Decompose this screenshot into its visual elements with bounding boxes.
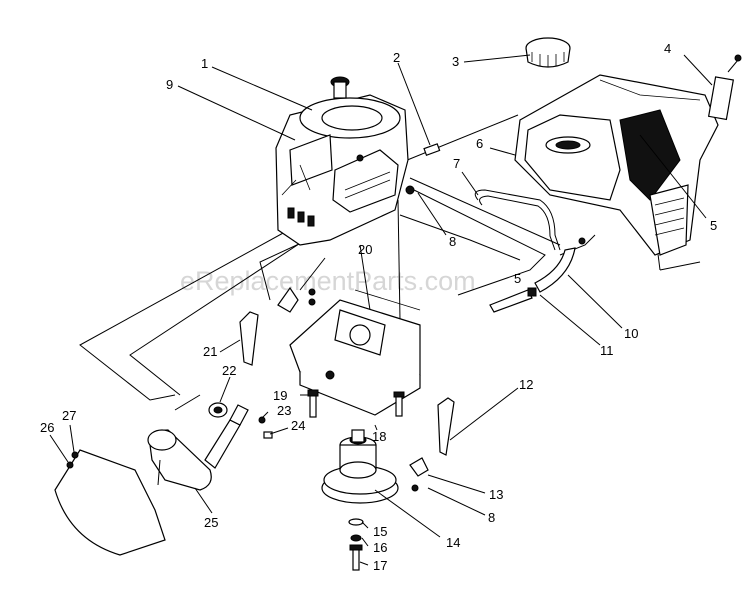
callout-15: 15 bbox=[373, 524, 387, 539]
callout-4: 4 bbox=[664, 41, 671, 56]
bracket-20 bbox=[277, 286, 316, 313]
callout-8-upper: 8 bbox=[449, 234, 456, 249]
callout-24: 24 bbox=[291, 418, 305, 433]
callout-17: 17 bbox=[373, 558, 387, 573]
muffler bbox=[147, 404, 249, 491]
callout-22: 22 bbox=[222, 363, 236, 378]
callout-25: 25 bbox=[204, 515, 218, 530]
rod-21 bbox=[239, 311, 259, 366]
callout-6: 6 bbox=[476, 136, 483, 151]
callout-20: 20 bbox=[358, 242, 372, 257]
pulley-hardware bbox=[348, 484, 419, 571]
fuel-line bbox=[474, 189, 596, 313]
callout-26: 26 bbox=[40, 420, 54, 435]
callout-1: 1 bbox=[201, 56, 208, 71]
callout-12: 12 bbox=[519, 377, 533, 392]
engine bbox=[275, 76, 415, 246]
callout-19: 19 bbox=[273, 388, 287, 403]
callout-9: 9 bbox=[166, 77, 173, 92]
heat-shield bbox=[54, 449, 166, 556]
callout-7: 7 bbox=[453, 156, 460, 171]
bolts-and-nuts bbox=[258, 389, 405, 439]
clamp-22 bbox=[208, 402, 228, 418]
callout-labels: 1 2 3 4 5 5 6 7 8 8 9 10 11 12 13 14 15 … bbox=[40, 41, 717, 573]
callout-13: 13 bbox=[489, 487, 503, 502]
callout-3: 3 bbox=[452, 54, 459, 69]
callout-5-upper: 5 bbox=[710, 218, 717, 233]
callout-14: 14 bbox=[446, 535, 460, 550]
throttle-control bbox=[707, 54, 742, 121]
callout-5-lower: 5 bbox=[514, 271, 521, 286]
rod-12 bbox=[409, 397, 455, 477]
callout-8-lower: 8 bbox=[488, 510, 495, 525]
callout-2: 2 bbox=[393, 50, 400, 65]
callout-27: 27 bbox=[62, 408, 76, 423]
callout-16: 16 bbox=[373, 540, 387, 555]
part-2-fitting bbox=[423, 143, 441, 156]
fuel-cap bbox=[525, 37, 571, 68]
engine-mount-plate bbox=[289, 289, 421, 416]
watermark: eReplacementParts.com bbox=[180, 266, 476, 296]
leader-lines bbox=[49, 54, 713, 566]
fuel-tank-and-hood bbox=[514, 74, 719, 256]
pulley-assembly bbox=[321, 429, 399, 504]
callout-18: 18 bbox=[372, 429, 386, 444]
callout-23: 23 bbox=[277, 403, 291, 418]
callout-11: 11 bbox=[600, 343, 614, 358]
callout-10: 10 bbox=[624, 326, 638, 341]
callout-21: 21 bbox=[203, 344, 217, 359]
